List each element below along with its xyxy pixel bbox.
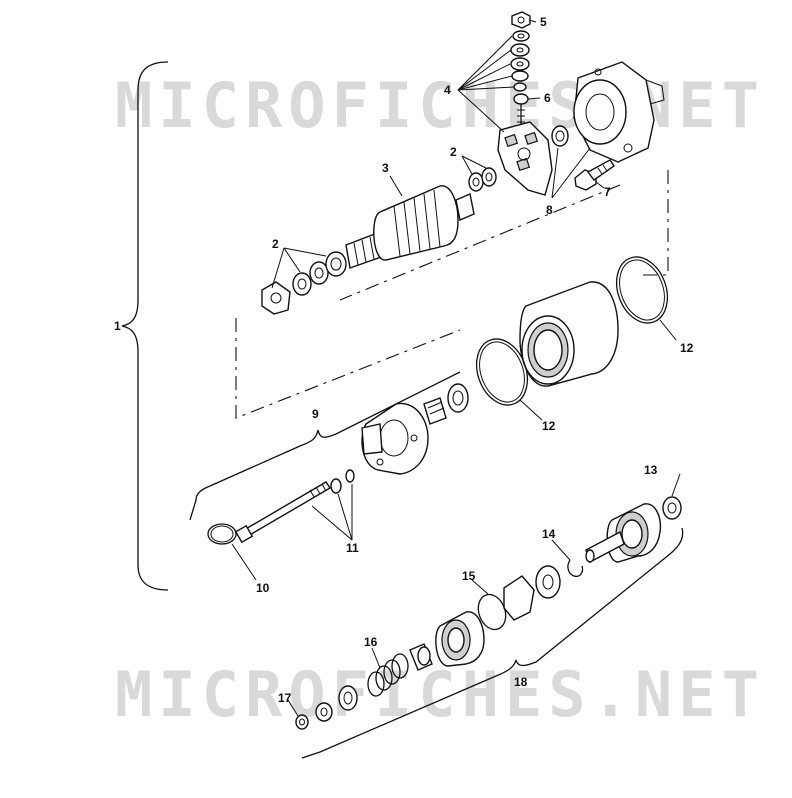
label-12-right: 12 — [680, 341, 694, 355]
end-cap-housing — [573, 61, 665, 163]
washers-2-lower — [261, 251, 347, 315]
label-2-lower: 2 — [272, 237, 279, 251]
label-10: 10 — [256, 581, 270, 595]
label-6: 6 — [544, 91, 551, 105]
label-13: 13 — [644, 463, 658, 477]
axis-line-upper — [235, 170, 669, 419]
label-16: 16 — [364, 635, 378, 649]
brush-plate — [497, 121, 553, 196]
collar — [409, 643, 433, 671]
bushing-8 — [551, 125, 569, 147]
retainer-plate — [503, 565, 561, 621]
label-12-left: 12 — [542, 419, 556, 433]
through-bolt — [234, 481, 331, 544]
o-ring-10 — [207, 523, 237, 545]
pinion-shaft-assembly — [585, 496, 682, 564]
washer-stack-4 — [510, 30, 530, 105]
end-bushings — [295, 685, 358, 730]
field-frame-yoke — [519, 281, 619, 387]
washers-11 — [330, 469, 355, 494]
drive-end-housing — [361, 402, 429, 475]
brace-18 — [301, 527, 684, 759]
label-14: 14 — [542, 527, 556, 541]
assembly-brace — [121, 61, 169, 591]
label-15: 15 — [462, 569, 476, 583]
watermark-bottom: MICROFICHES.NET — [115, 658, 765, 731]
label-1: 1 — [114, 319, 121, 333]
spring-16 — [367, 653, 409, 697]
bolt-7 — [574, 159, 615, 191]
label-7: 7 — [604, 185, 611, 199]
o-ring-12-left — [475, 338, 529, 406]
washers-2-upper — [468, 167, 497, 192]
label-9: 9 — [312, 407, 319, 421]
overrunning-clutch-gear — [435, 611, 485, 667]
needle-bearing — [423, 383, 469, 425]
label-17: 17 — [278, 691, 292, 705]
label-11: 11 — [346, 541, 359, 555]
leader-lines — [231, 19, 681, 717]
watermark-top: MICROFICHES.NET — [115, 69, 765, 142]
label-5: 5 — [540, 15, 547, 29]
armature-3 — [345, 185, 475, 269]
snap-ring-14 — [567, 559, 584, 578]
label-3: 3 — [382, 161, 389, 175]
o-ring-12-right — [615, 256, 669, 324]
label-4: 4 — [444, 83, 451, 97]
label-2-upper: 2 — [450, 145, 457, 159]
o-ring-15 — [477, 593, 507, 631]
brace-9 — [189, 371, 461, 521]
nut-5 — [511, 11, 531, 29]
label-18: 18 — [514, 675, 528, 689]
label-8: 8 — [546, 203, 553, 217]
